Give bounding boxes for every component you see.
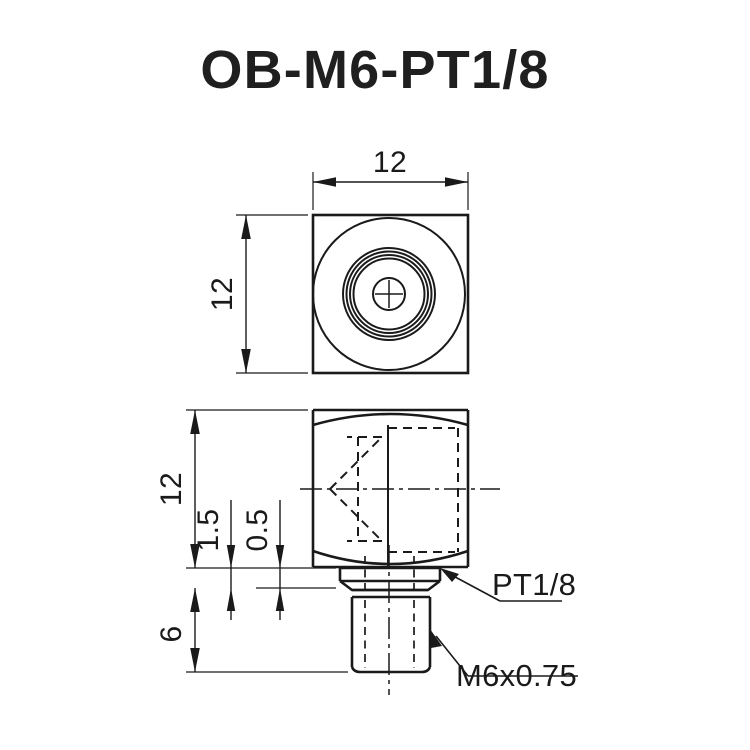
top-view-center-hole [372,277,406,311]
m6-callout-arrowhead [430,629,442,648]
top-view-outer-circle [312,217,466,371]
top-view-width-arrow-left [313,177,336,187]
top-view-width-label: 12 [373,146,407,179]
front-view-cone-lower [329,488,383,542]
collar-dim-label: 1.5 [192,509,225,552]
front-view-dimensions: 12 1.5 0.5 6 [155,409,348,673]
top-view-depth-arrow-bottom [241,349,251,373]
m6-callout-leader [435,635,469,677]
page-title: OB-M6-PT1/8 [200,40,549,100]
front-view-cone-upper [329,436,383,490]
top-view-ring-1 [342,247,436,341]
front-view-top-arc [312,412,469,427]
front-view-group [300,408,500,695]
callouts-group: PT1/8 M6x0.75 [430,567,578,693]
body-height-arrow-top [190,410,200,434]
m6-callout-label: M6x0.75 [456,658,577,693]
thread-length-arrow-top [190,588,200,612]
front-view-bottom-arc [312,549,469,566]
thread-length-arrow-bottom [190,648,200,672]
top-view-ring-4 [352,257,426,331]
step-arrow-top [275,545,285,568]
collar-arrow-bottom [226,588,236,611]
collar-arrow-top [226,545,236,568]
step-dim-label: 0.5 [241,509,274,552]
top-view-group: 12 12 [206,146,470,375]
body-height-label: 12 [155,472,188,506]
shank-bottom-edge [350,666,432,674]
pt-callout-arrowhead [440,568,459,582]
step-arrow-bottom [275,588,285,611]
collar-chamfer [339,579,441,592]
top-view-width-arrow-right [445,177,468,187]
thread-length-label: 6 [155,625,188,642]
top-view-depth-arrow-top [241,215,251,239]
top-view-depth-label: 12 [206,277,239,311]
top-view-ring-2 [345,250,433,338]
top-view-ring-3 [349,254,429,334]
pt-callout-label: PT1/8 [492,567,576,602]
body-height-arrow-bottom [190,544,200,568]
